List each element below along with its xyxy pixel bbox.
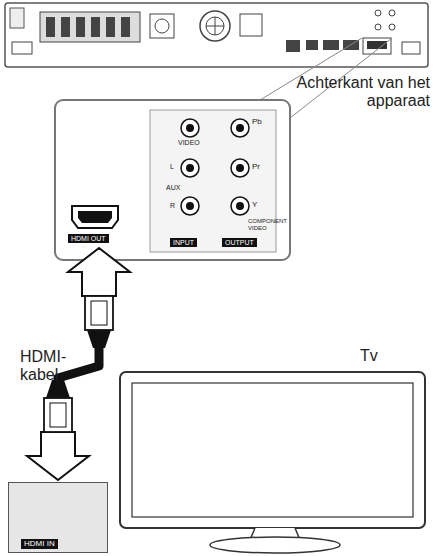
jack-label: AUX <box>166 184 180 192</box>
device-label: Tv <box>360 347 378 365</box>
hdmi-port: HDMI IN <box>8 482 108 553</box>
jack-label: Pb <box>252 118 262 127</box>
cable-label: HDMI-kabel <box>20 348 76 383</box>
section-label: OUTPUT <box>222 238 257 247</box>
jack-label: Pr <box>252 163 260 172</box>
panel-caption: Achterkant van het apparaat <box>262 74 430 109</box>
section-label: INPUT <box>170 238 197 247</box>
hdmi-port: HDMI OUT <box>64 200 126 246</box>
jack-label: L <box>170 163 174 171</box>
port-label: HDMI IN <box>21 539 58 549</box>
jack-label: R <box>170 202 175 210</box>
jack-label: Y <box>252 201 257 210</box>
port-label: HDMI OUT <box>68 234 109 243</box>
jack-label: COMPONENT VIDEO <box>248 218 288 231</box>
jack-label: VIDEO <box>178 139 200 147</box>
